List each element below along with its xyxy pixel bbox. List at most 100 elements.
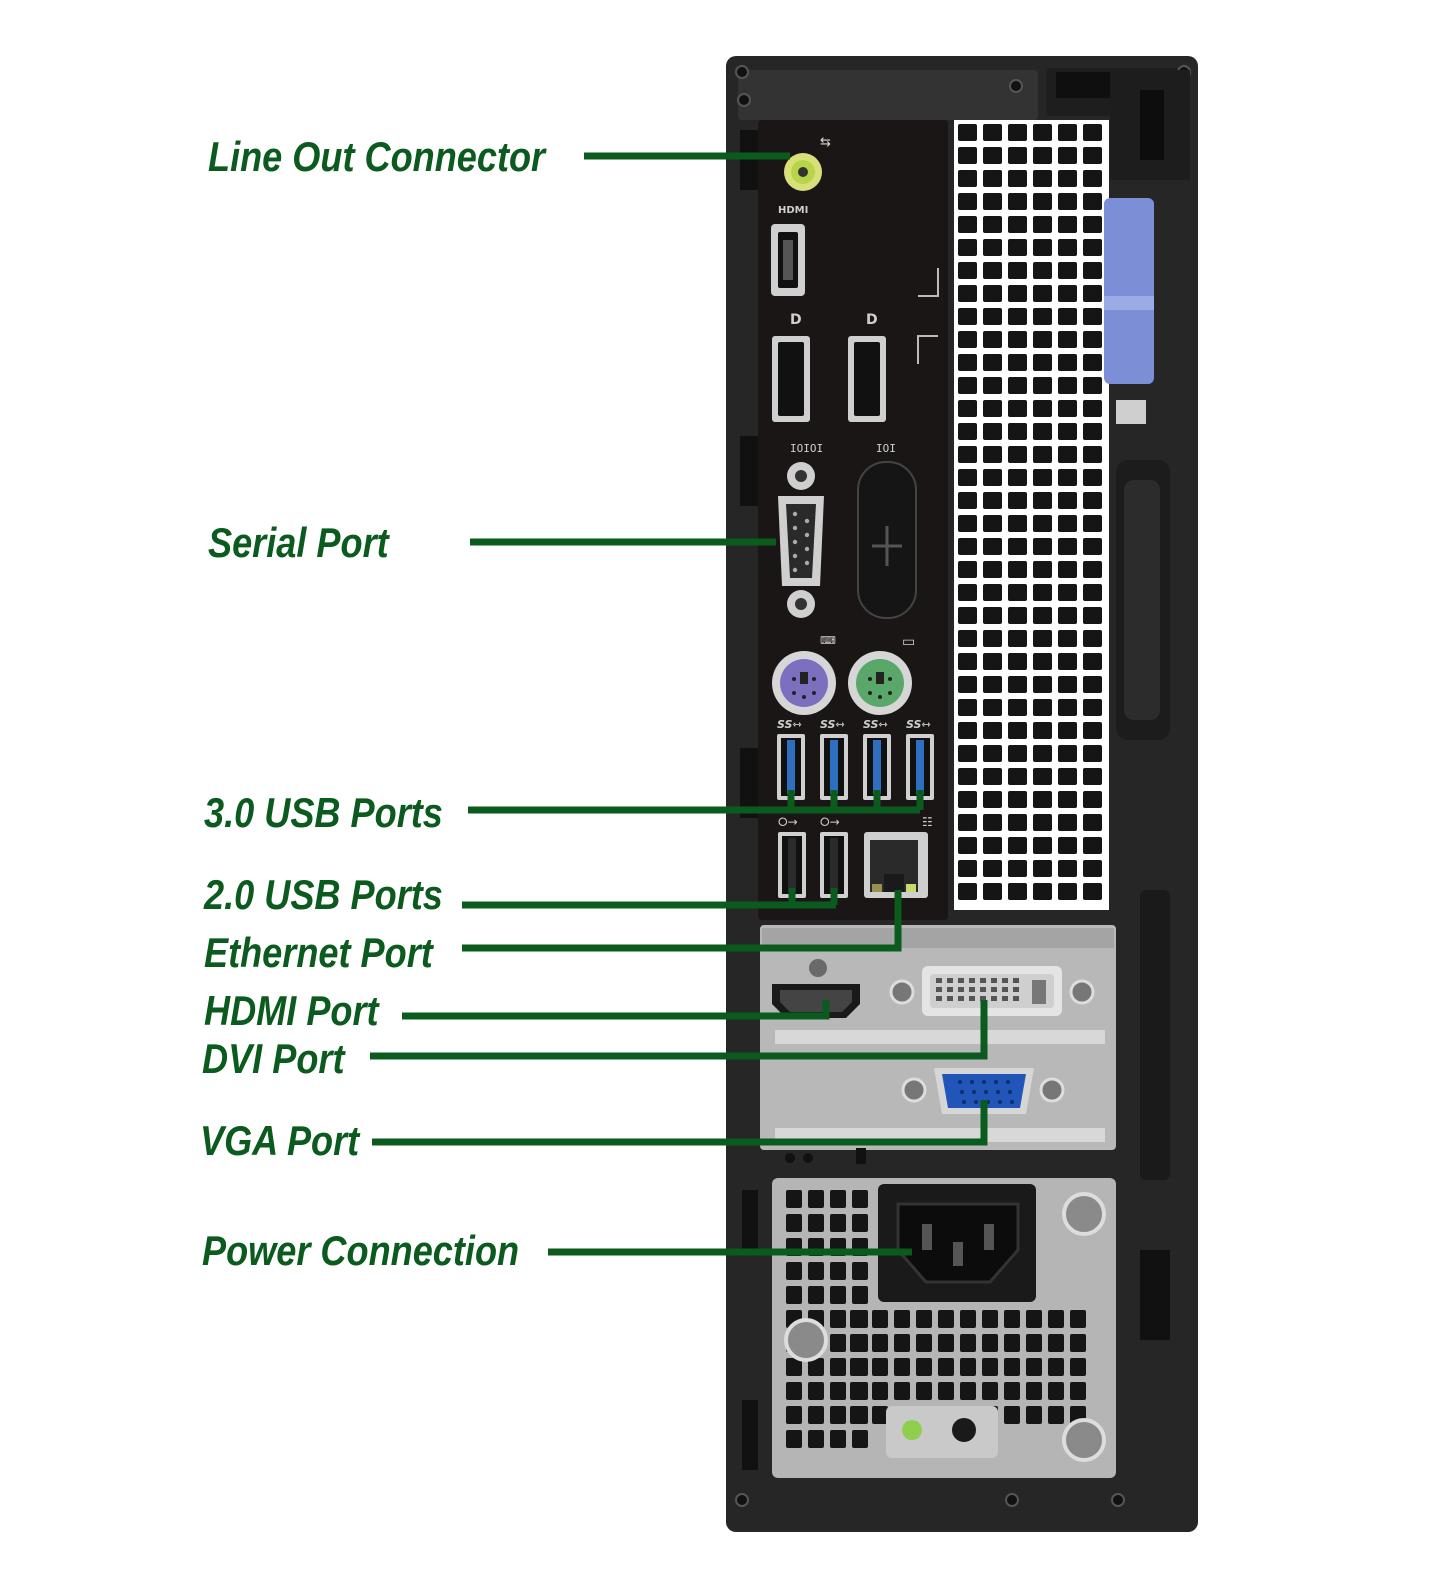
psu-vent-hole bbox=[960, 1334, 976, 1352]
ps2-pin bbox=[888, 691, 892, 695]
psu-vent-hole bbox=[852, 1286, 868, 1304]
vent-hole bbox=[1008, 170, 1027, 187]
vent-hole bbox=[983, 400, 1002, 417]
chassis-screw bbox=[735, 1493, 749, 1507]
chassis-screw bbox=[737, 93, 751, 107]
vent-hole bbox=[1058, 515, 1077, 532]
dvi-pin bbox=[1002, 996, 1008, 1001]
vent-hole bbox=[1033, 170, 1052, 187]
io-panel-clip bbox=[740, 748, 758, 818]
vent-hole bbox=[1058, 883, 1077, 900]
psu-vent-hole bbox=[982, 1358, 998, 1376]
ethernet-led bbox=[872, 884, 882, 892]
vent-hole bbox=[1058, 446, 1077, 463]
usb3-port-tongue bbox=[873, 740, 881, 794]
vent-hole bbox=[958, 262, 977, 279]
vent-hole bbox=[1058, 745, 1077, 762]
psu-vent-hole bbox=[960, 1358, 976, 1376]
psu-vent-hole bbox=[960, 1382, 976, 1400]
psu-vent-hole bbox=[808, 1190, 824, 1208]
leader-dvi bbox=[370, 1000, 988, 1060]
expansion-bracket-rib bbox=[775, 1030, 1105, 1044]
vent-hole bbox=[1033, 791, 1052, 808]
latch-catch bbox=[1116, 400, 1146, 424]
vent-hole bbox=[1033, 423, 1052, 440]
serial-pin bbox=[792, 567, 798, 573]
vent-hole bbox=[1083, 561, 1102, 578]
psu-vent-hole bbox=[938, 1358, 954, 1376]
vent-hole bbox=[1008, 515, 1027, 532]
vent-hole bbox=[983, 124, 1002, 141]
vent-hole bbox=[983, 860, 1002, 877]
psu-vent-hole bbox=[916, 1382, 932, 1400]
vent-hole bbox=[1033, 193, 1052, 210]
ps2-pin bbox=[792, 677, 796, 681]
chassis-side-slot bbox=[742, 1400, 758, 1470]
vent-hole bbox=[1008, 331, 1027, 348]
psu-vent-hole bbox=[894, 1358, 910, 1376]
vent-hole bbox=[1083, 538, 1102, 555]
dvi-pin bbox=[969, 996, 975, 1001]
serial-pin bbox=[804, 518, 810, 524]
serial-pin bbox=[792, 511, 798, 517]
vent-hole bbox=[1058, 492, 1077, 509]
label-dvi: DVI Port bbox=[202, 1035, 345, 1082]
dvi-pin bbox=[980, 978, 986, 983]
psu-vent-hole bbox=[872, 1406, 888, 1424]
vent-hole bbox=[1008, 377, 1027, 394]
serial-knockout-cross bbox=[872, 526, 902, 566]
vent-hole bbox=[983, 239, 1002, 256]
vent-hole bbox=[958, 469, 977, 486]
psu-vent-hole bbox=[938, 1334, 954, 1352]
vent-hole bbox=[983, 285, 1002, 302]
psu-vent-hole bbox=[916, 1358, 932, 1376]
psu-screw bbox=[784, 1318, 828, 1362]
psu-vent-hole bbox=[830, 1286, 846, 1304]
vent-hole bbox=[983, 446, 1002, 463]
vent-hole bbox=[983, 216, 1002, 233]
vga-pin bbox=[962, 1100, 966, 1104]
vent-hole bbox=[1083, 124, 1102, 141]
vent-hole bbox=[1083, 814, 1102, 831]
vent-hole bbox=[1008, 699, 1027, 716]
vent-hole bbox=[1083, 170, 1102, 187]
psu-vent-hole bbox=[982, 1310, 998, 1328]
vent-hole bbox=[958, 400, 977, 417]
vent-hole bbox=[983, 423, 1002, 440]
vent-hole bbox=[1058, 354, 1077, 371]
vga-pin bbox=[974, 1100, 978, 1104]
vent-hole bbox=[1083, 492, 1102, 509]
vent-hole bbox=[1008, 630, 1027, 647]
audio-line-out-icon: ⇆ bbox=[820, 135, 831, 150]
power-inlet-pin bbox=[984, 1224, 994, 1250]
hdmi-port-tongue bbox=[783, 240, 793, 280]
vent-hole bbox=[1033, 446, 1052, 463]
serial-screw-hole bbox=[795, 470, 807, 482]
label-power: Power Connection bbox=[202, 1227, 520, 1274]
serial-pin bbox=[792, 539, 798, 545]
vent-hole bbox=[1033, 492, 1052, 509]
vent-hole bbox=[983, 193, 1002, 210]
vent-hole bbox=[958, 676, 977, 693]
ethernet-led bbox=[906, 884, 916, 892]
mouse-icon: ▭ bbox=[902, 634, 915, 650]
vent-hole bbox=[1083, 308, 1102, 325]
expansion-retainer bbox=[1140, 890, 1170, 1180]
vent-hole bbox=[1033, 331, 1052, 348]
vent-hole bbox=[1083, 837, 1102, 854]
vga-pin bbox=[1008, 1090, 1012, 1094]
vent-hole bbox=[958, 216, 977, 233]
vent-hole bbox=[1033, 285, 1052, 302]
psu-vent-hole bbox=[786, 1286, 802, 1304]
dvi-pin bbox=[947, 996, 953, 1001]
vent-hole bbox=[1008, 239, 1027, 256]
vent-hole bbox=[1058, 653, 1077, 670]
vent-hole bbox=[983, 515, 1002, 532]
side-handle-inner bbox=[1124, 480, 1160, 720]
psu-vent-hole bbox=[1004, 1310, 1020, 1328]
vga-screw bbox=[901, 1077, 927, 1103]
dvi-pin bbox=[969, 987, 975, 992]
vent-hole bbox=[1058, 722, 1077, 739]
psu-vent-hole bbox=[808, 1430, 824, 1448]
